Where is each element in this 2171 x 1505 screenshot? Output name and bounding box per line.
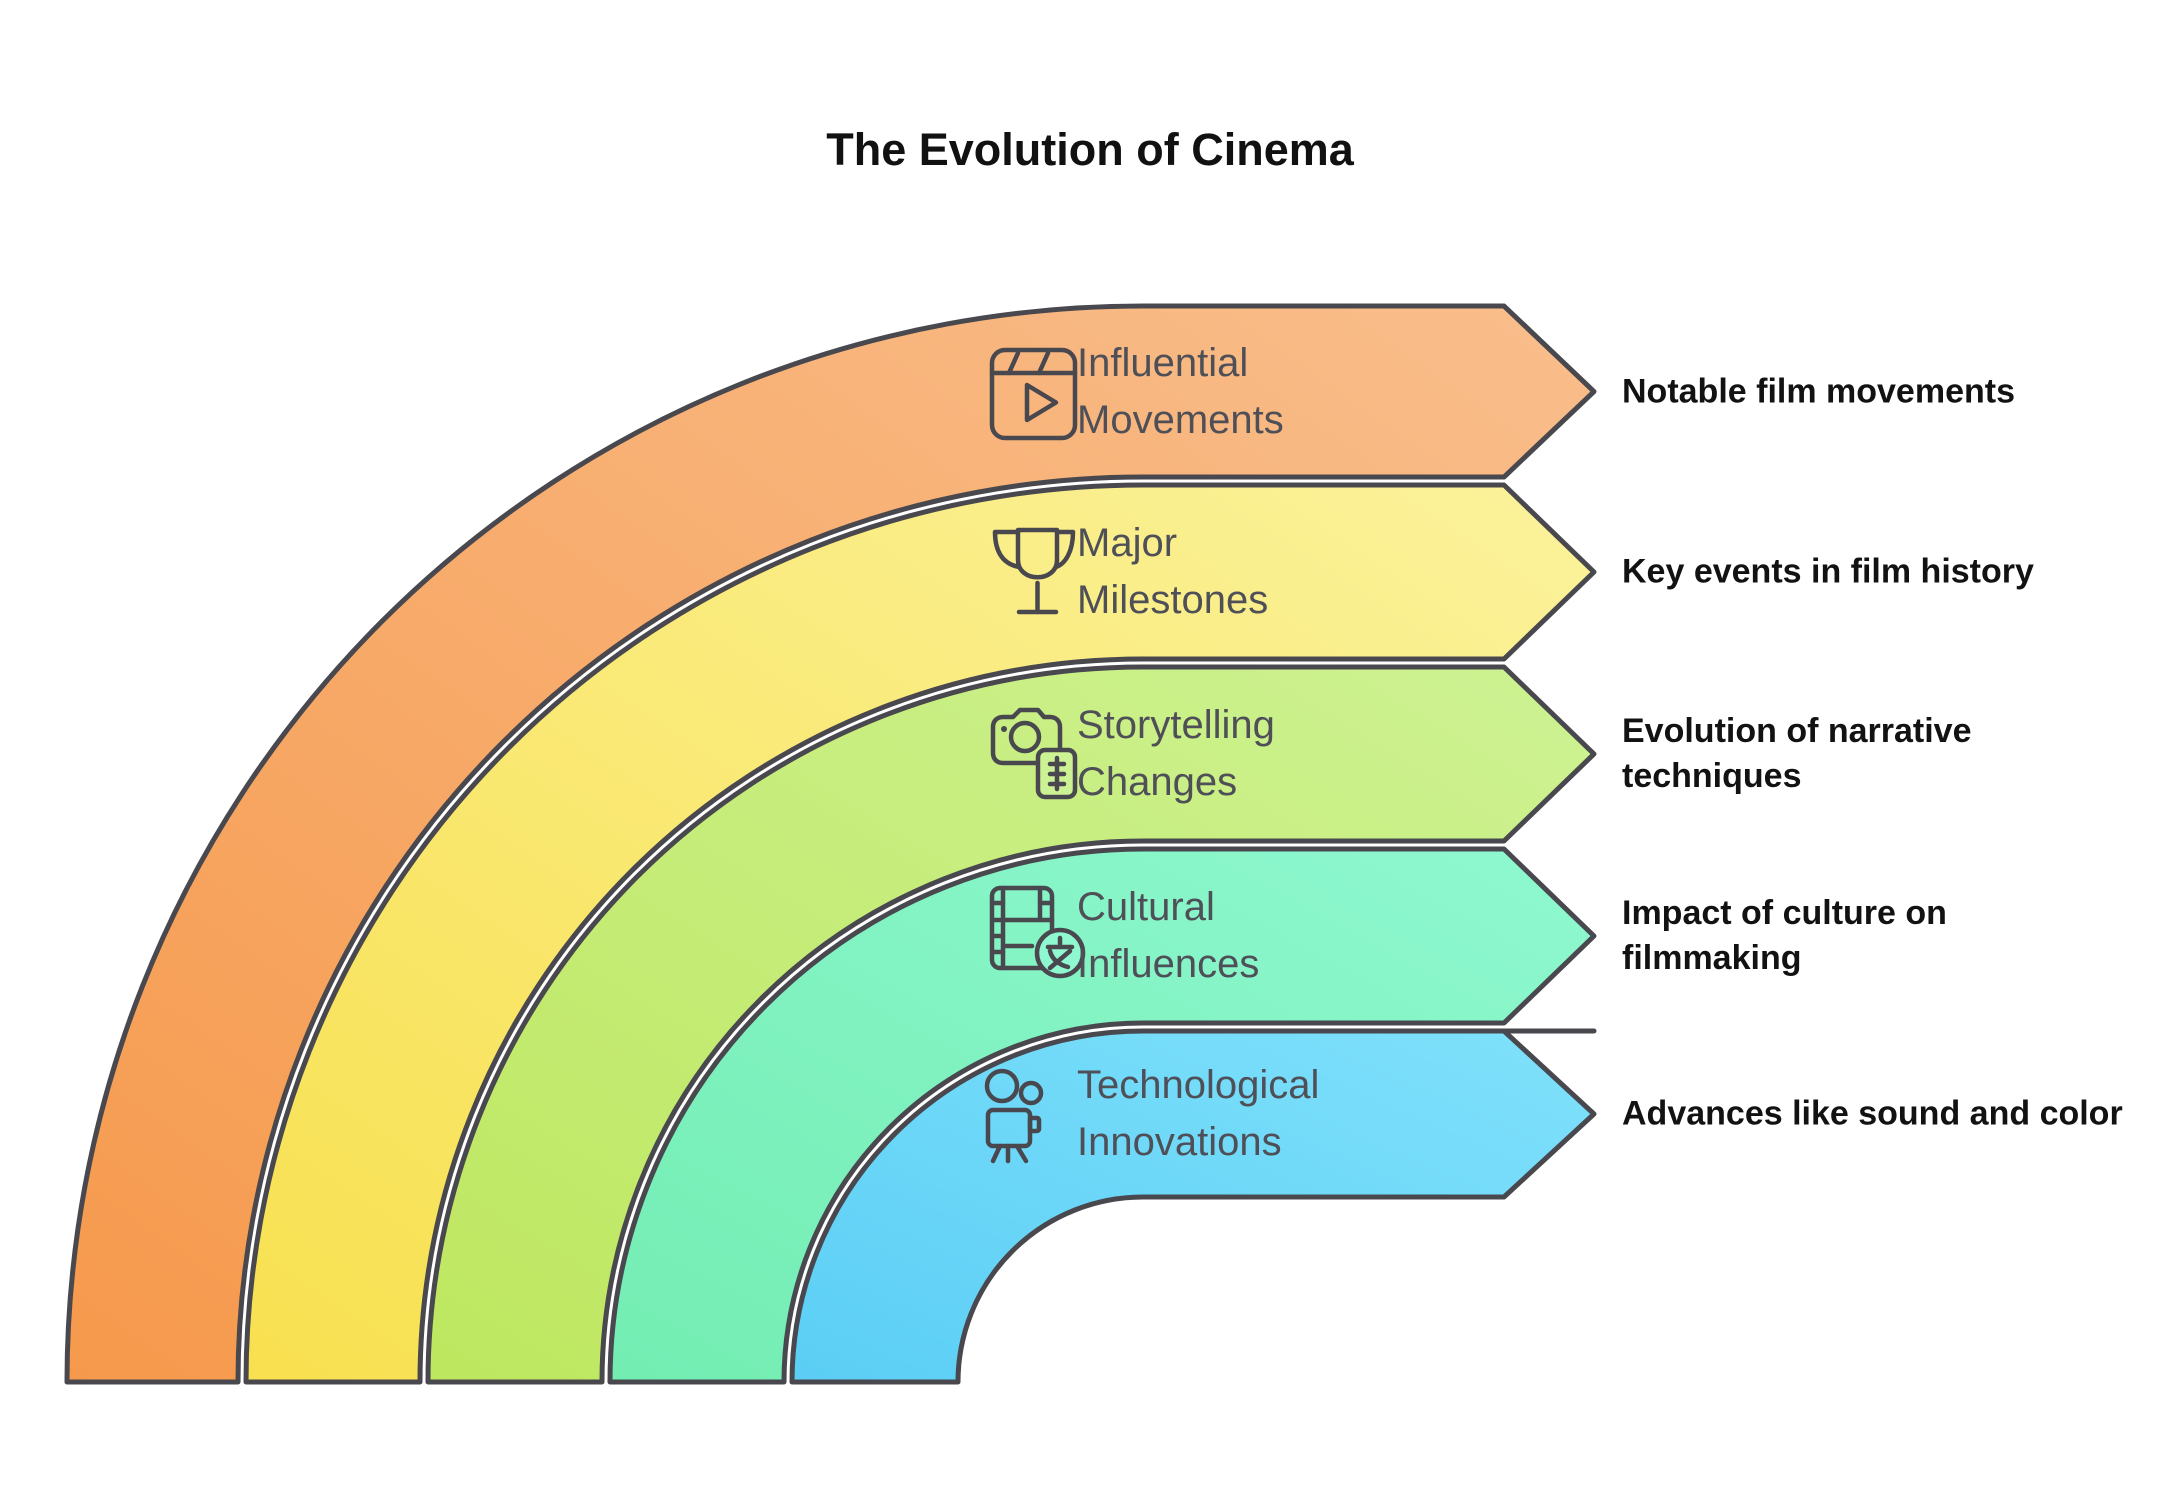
band-label-storytelling-changes: Storytelling Changes [1077, 703, 1275, 804]
camera-script-icon [990, 707, 1078, 800]
band-label-influential-movements: Influential Movements [1077, 341, 1284, 442]
band-shape-cultural-influences [607, 846, 1597, 1385]
band-description-storytelling-changes: Evolution of narrative techniques [1622, 712, 1972, 795]
clapperboard-play-icon [989, 347, 1078, 441]
band-shape-storytelling-changes [425, 664, 1597, 1385]
movie-camera-icon [984, 1068, 1044, 1164]
band-description-cultural-influences: Impact of culture on filmmaking [1622, 894, 1947, 977]
film-language-icon [989, 885, 1086, 979]
page-title: The Evolution of Cinema [826, 124, 1354, 175]
band-description-major-milestones: Key events in film history [1622, 552, 2034, 591]
band-shape-major-milestones [243, 482, 1597, 1385]
band-label-technological-innovations: Technological Innovations [1077, 1063, 1320, 1164]
band-label-major-milestones: Major Milestones [1077, 521, 1269, 622]
band-shape-influential-movements [64, 303, 1597, 1385]
band-description-influential-movements: Notable film movements [1622, 372, 2015, 411]
band-description-technological-innovations: Advances like sound and color [1622, 1094, 2123, 1133]
band-shape-technological-innovations [789, 1028, 1597, 1385]
trophy-icon [992, 527, 1076, 615]
band-label-cultural-influences: Cultural Influences [1077, 885, 1260, 986]
